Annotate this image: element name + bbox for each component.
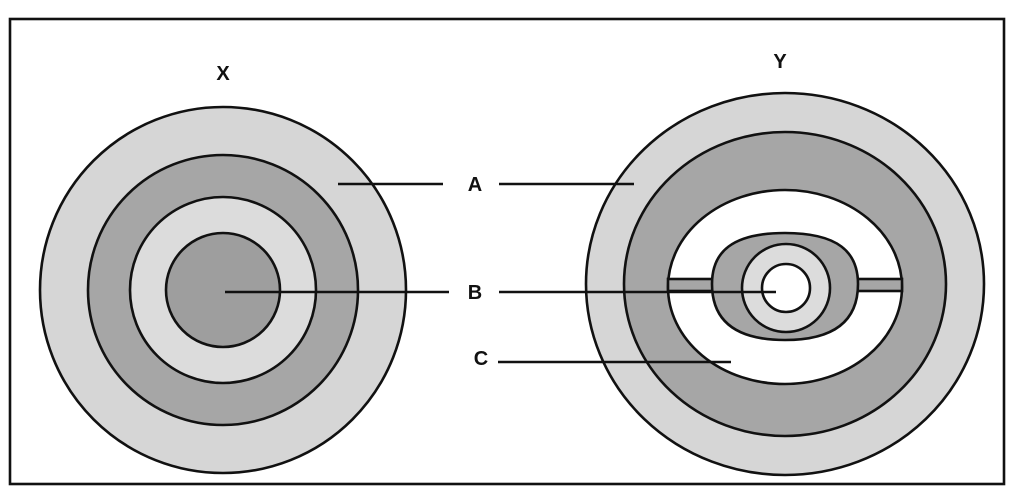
y-lumen xyxy=(760,262,812,314)
structure-x xyxy=(38,105,408,475)
structure-y xyxy=(584,91,986,477)
label-b: B xyxy=(468,282,482,304)
title-y: Y xyxy=(773,51,787,73)
title-x: X xyxy=(216,63,230,85)
label-a: A xyxy=(468,174,482,196)
label-c: C xyxy=(474,348,488,370)
x-core xyxy=(164,231,282,349)
